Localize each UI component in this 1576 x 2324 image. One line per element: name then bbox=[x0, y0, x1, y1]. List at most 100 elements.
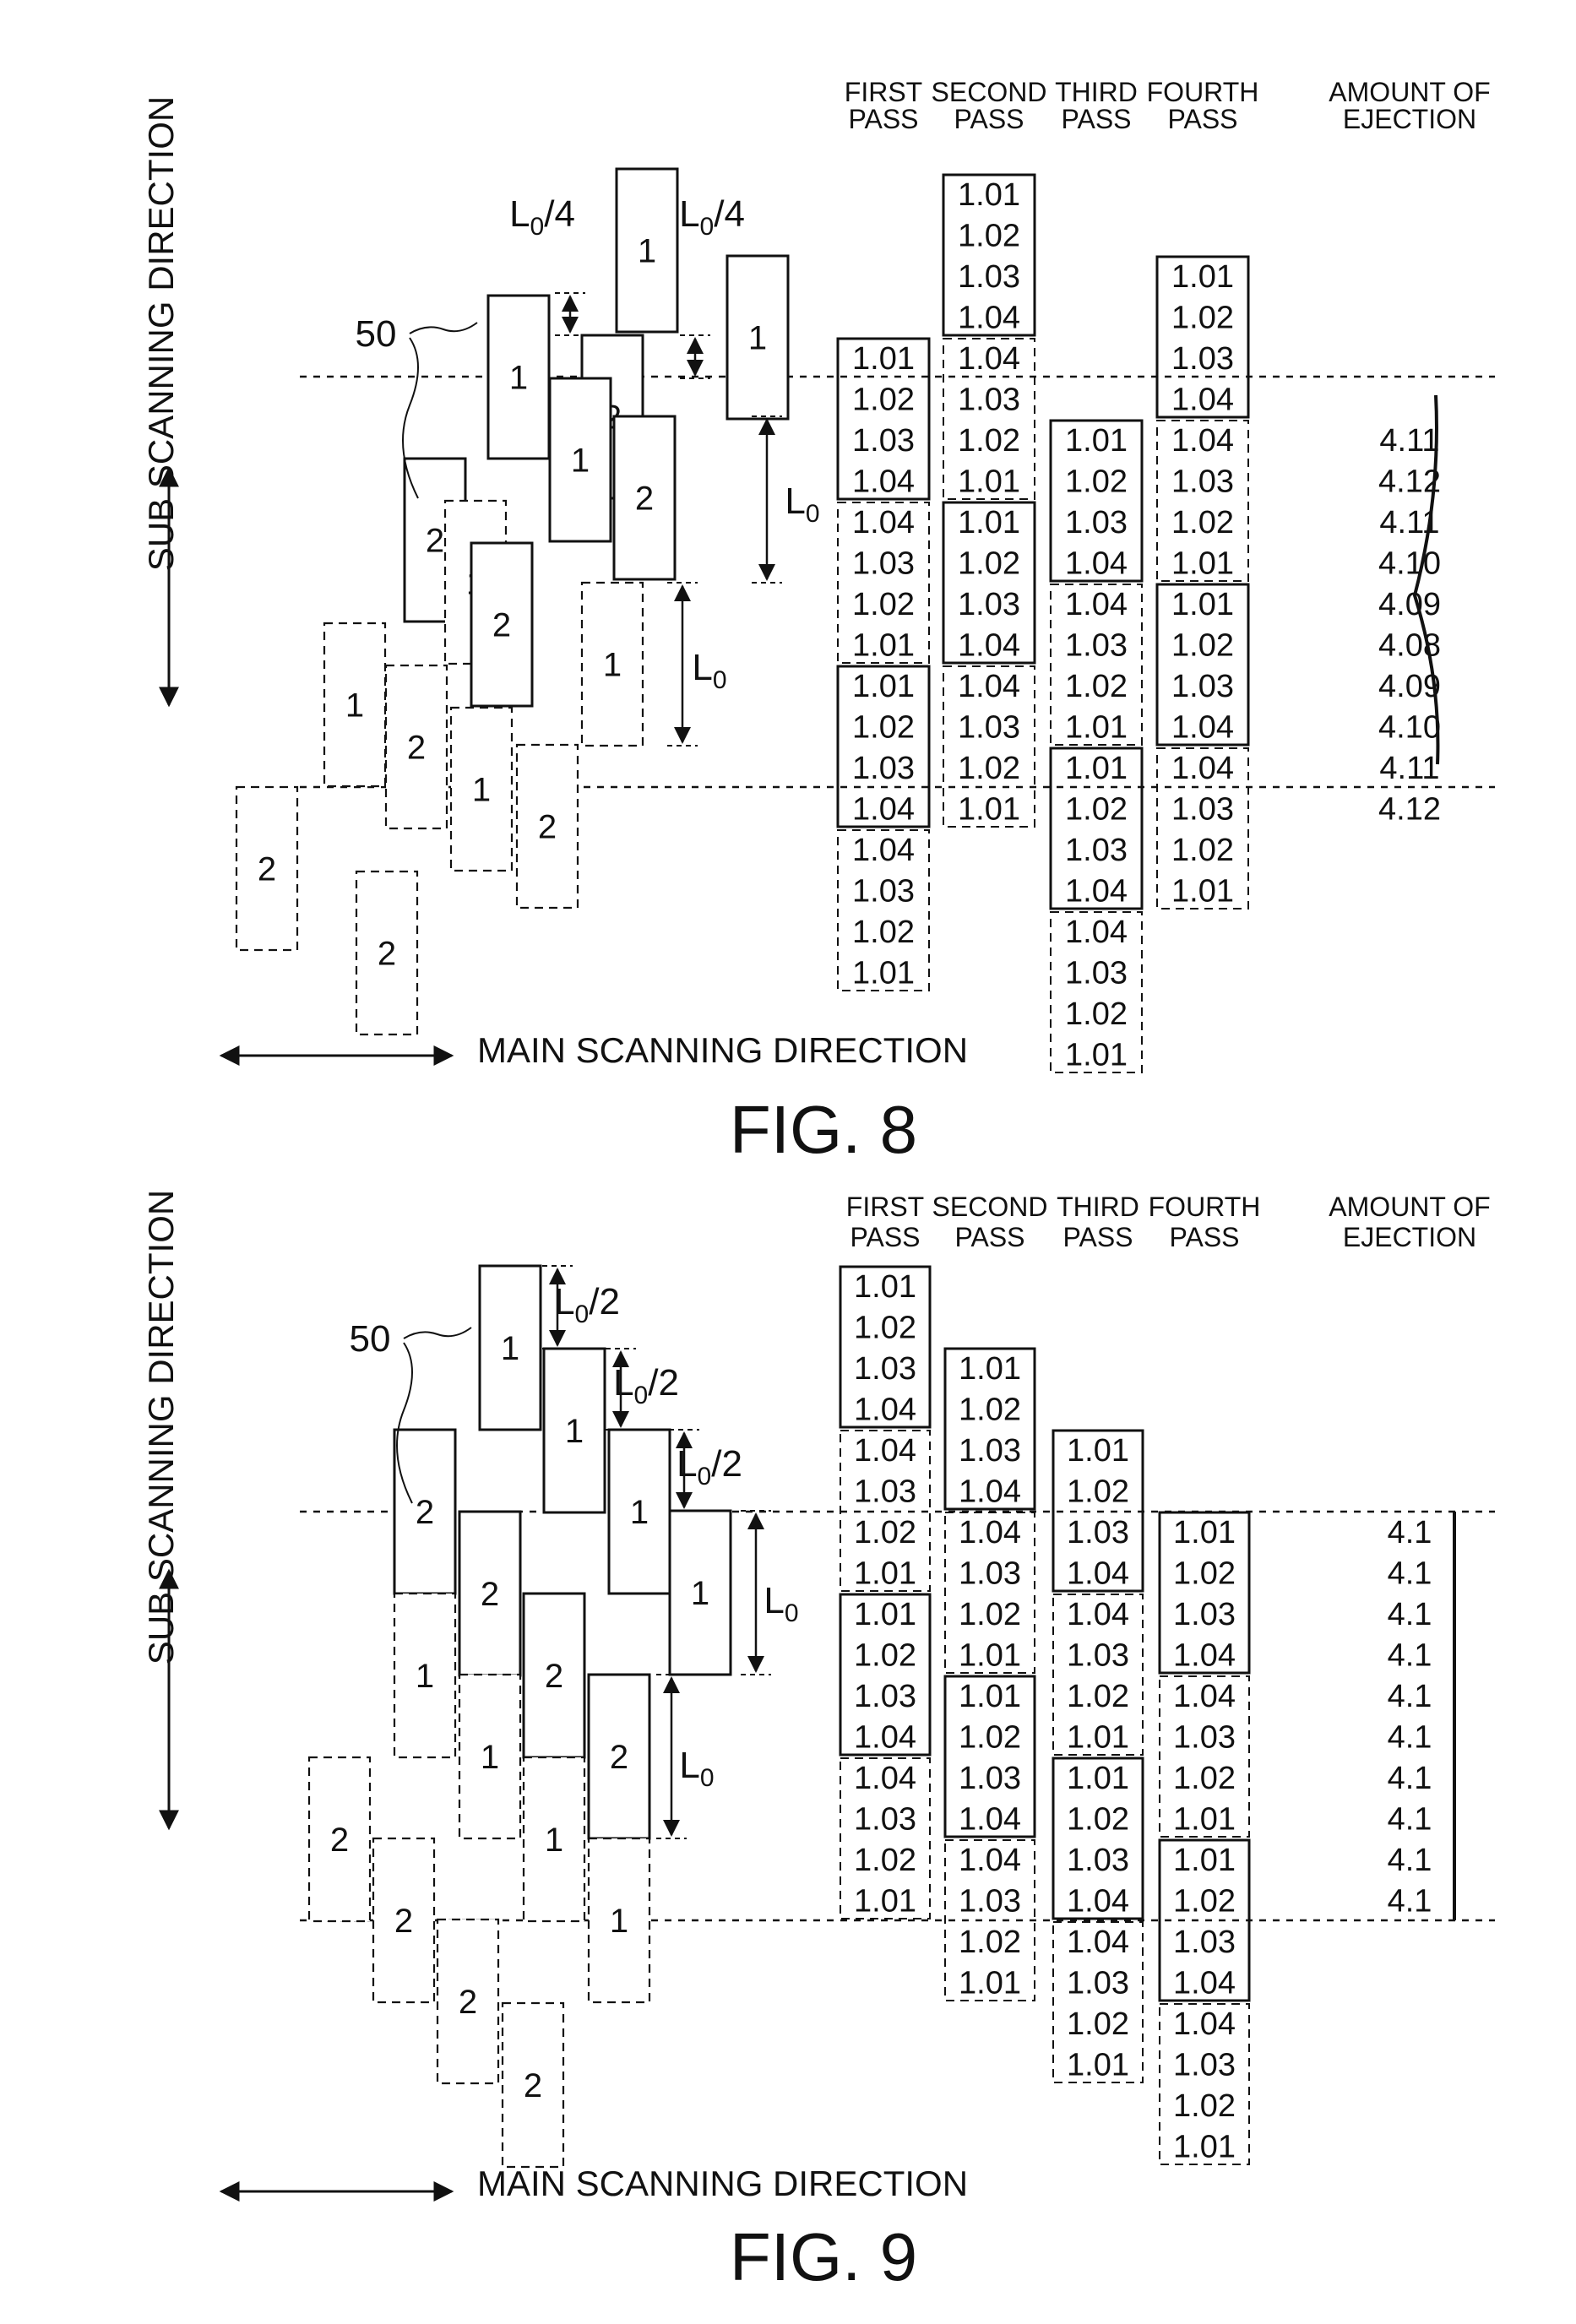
head-number: 2 bbox=[330, 1822, 349, 1859]
reference-leader bbox=[410, 323, 477, 334]
pass-value: 1.03 bbox=[958, 383, 1020, 418]
pass-value: 1.03 bbox=[959, 1433, 1021, 1469]
pass-value: 1.04 bbox=[959, 1843, 1021, 1878]
head-number: 1 bbox=[545, 1822, 563, 1859]
pass-value: 1.04 bbox=[852, 464, 915, 500]
pass-value: 1.04 bbox=[1173, 1679, 1236, 1714]
pass-header: THIRD bbox=[1057, 1192, 1139, 1222]
pass-value: 1.01 bbox=[1171, 546, 1234, 582]
ejection-value: 4.10 bbox=[1378, 710, 1441, 746]
pass-value: 1.04 bbox=[1065, 587, 1128, 622]
pass-value: 1.03 bbox=[1067, 1843, 1129, 1878]
head-number: 2 bbox=[459, 1984, 477, 2021]
pass-value: 1.02 bbox=[852, 383, 915, 418]
pass-header: PASS bbox=[1170, 1222, 1240, 1252]
pass-value: 1.01 bbox=[959, 1966, 1021, 2001]
pass-value: 1.02 bbox=[1171, 833, 1234, 868]
pass-value: 1.04 bbox=[959, 1474, 1021, 1510]
pass-header: PASS bbox=[849, 104, 919, 134]
pass-value: 1.02 bbox=[1171, 505, 1234, 540]
pass-value: 1.02 bbox=[852, 587, 915, 622]
reference-numeral: 50 bbox=[350, 1318, 391, 1360]
ejection-header: EJECTION bbox=[1343, 1222, 1476, 1252]
pass-value: 1.02 bbox=[959, 1597, 1021, 1632]
pass-value: 1.02 bbox=[1173, 1884, 1236, 1919]
pass-value: 1.04 bbox=[959, 1802, 1021, 1838]
pass-value: 1.04 bbox=[1173, 1638, 1236, 1674]
ejection-value: 4.11 bbox=[1379, 751, 1439, 786]
figure-caption: FIG. 9 bbox=[730, 2219, 917, 2294]
pass-header: PASS bbox=[1062, 104, 1132, 134]
pass-value: 1.03 bbox=[1173, 1597, 1236, 1632]
pass-value: 1.04 bbox=[854, 1393, 916, 1428]
pass-value: 1.04 bbox=[1067, 1884, 1129, 1919]
pass-value: 1.03 bbox=[1173, 1720, 1236, 1756]
pass-value: 1.01 bbox=[1065, 710, 1128, 746]
pass-value: 1.04 bbox=[1171, 423, 1234, 459]
pass-value: 1.02 bbox=[1173, 1556, 1236, 1592]
ejection-value: 4.1 bbox=[1388, 1638, 1432, 1674]
pass-value: 1.04 bbox=[958, 341, 1020, 377]
ejection-value: 4.1 bbox=[1388, 1556, 1432, 1592]
pass-value: 1.04 bbox=[1173, 2006, 1236, 2042]
pass-value: 1.04 bbox=[1171, 751, 1234, 786]
pass-value: 1.03 bbox=[852, 874, 915, 910]
head-number: 2 bbox=[610, 1739, 628, 1776]
pass-value: 1.03 bbox=[1065, 956, 1128, 991]
head-number: 1 bbox=[345, 687, 364, 725]
dimension-label: L0 bbox=[764, 1580, 798, 1627]
pass-value: 1.03 bbox=[1171, 341, 1234, 377]
pass-value: 1.03 bbox=[852, 423, 915, 459]
pass-value: 1.01 bbox=[1067, 2048, 1129, 2083]
pass-value: 1.01 bbox=[1171, 874, 1234, 910]
dimension-label: L0/2 bbox=[677, 1443, 742, 1491]
pass-value: 1.04 bbox=[1171, 710, 1234, 746]
pass-value: 1.03 bbox=[959, 1884, 1021, 1919]
head-number: 1 bbox=[481, 1739, 499, 1776]
pass-value: 1.02 bbox=[1067, 1474, 1129, 1510]
pass-value: 1.03 bbox=[854, 1474, 916, 1510]
pass-header: FOURTH bbox=[1147, 77, 1259, 107]
pass-header: FOURTH bbox=[1149, 1192, 1261, 1222]
pass-header: FIRST bbox=[845, 77, 922, 107]
dimension-label: L0/2 bbox=[554, 1281, 620, 1328]
pass-value: 1.03 bbox=[1065, 833, 1128, 868]
pass-value: 1.01 bbox=[1171, 587, 1234, 622]
pass-value: 1.02 bbox=[958, 751, 1020, 786]
pass-value: 1.02 bbox=[1173, 1761, 1236, 1796]
ejection-value: 4.1 bbox=[1388, 1843, 1432, 1878]
pass-value: 1.04 bbox=[1067, 1597, 1129, 1632]
head-number: 1 bbox=[472, 772, 491, 809]
pass-value: 1.03 bbox=[854, 1351, 916, 1387]
head-number: 1 bbox=[565, 1413, 584, 1450]
pass-value: 1.01 bbox=[1173, 1843, 1236, 1878]
dimension-label: L0/4 bbox=[509, 193, 575, 241]
pass-value: 1.01 bbox=[852, 669, 915, 704]
pass-value: 1.01 bbox=[852, 341, 915, 377]
ejection-header: EJECTION bbox=[1343, 104, 1476, 134]
pass-value: 1.03 bbox=[854, 1802, 916, 1838]
pass-value: 1.04 bbox=[852, 792, 915, 828]
dimension-label: L0/4 bbox=[679, 193, 745, 241]
figure-8: 1112122121121222L0/4L0/4L0L050SUB SCANNI… bbox=[141, 77, 1495, 1167]
pass-value: 1.02 bbox=[854, 1311, 916, 1346]
pass-value: 1.01 bbox=[852, 956, 915, 991]
ejection-header: AMOUNT OF bbox=[1329, 77, 1490, 107]
pass-value: 1.03 bbox=[959, 1761, 1021, 1796]
main-scanning-label: MAIN SCANNING DIRECTION bbox=[477, 2164, 968, 2203]
pass-value: 1.03 bbox=[852, 751, 915, 786]
pass-value: 1.01 bbox=[1065, 1038, 1128, 1073]
ejection-value: 4.1 bbox=[1388, 1720, 1432, 1756]
ejection-value: 4.09 bbox=[1378, 587, 1441, 622]
head-number: 2 bbox=[635, 481, 654, 518]
head-number: 1 bbox=[603, 647, 622, 684]
pass-value: 1.04 bbox=[854, 1720, 916, 1756]
ejection-value: 4.1 bbox=[1388, 1679, 1432, 1714]
sub-scanning-label: SUB SCANNING DIRECTION bbox=[141, 1190, 181, 1664]
head-number: 1 bbox=[610, 1903, 628, 1940]
pass-header: PASS bbox=[954, 104, 1024, 134]
head-number: 2 bbox=[426, 523, 444, 560]
pass-value: 1.04 bbox=[958, 301, 1020, 336]
pass-value: 1.03 bbox=[1067, 1966, 1129, 2001]
reference-numeral: 50 bbox=[356, 313, 397, 355]
